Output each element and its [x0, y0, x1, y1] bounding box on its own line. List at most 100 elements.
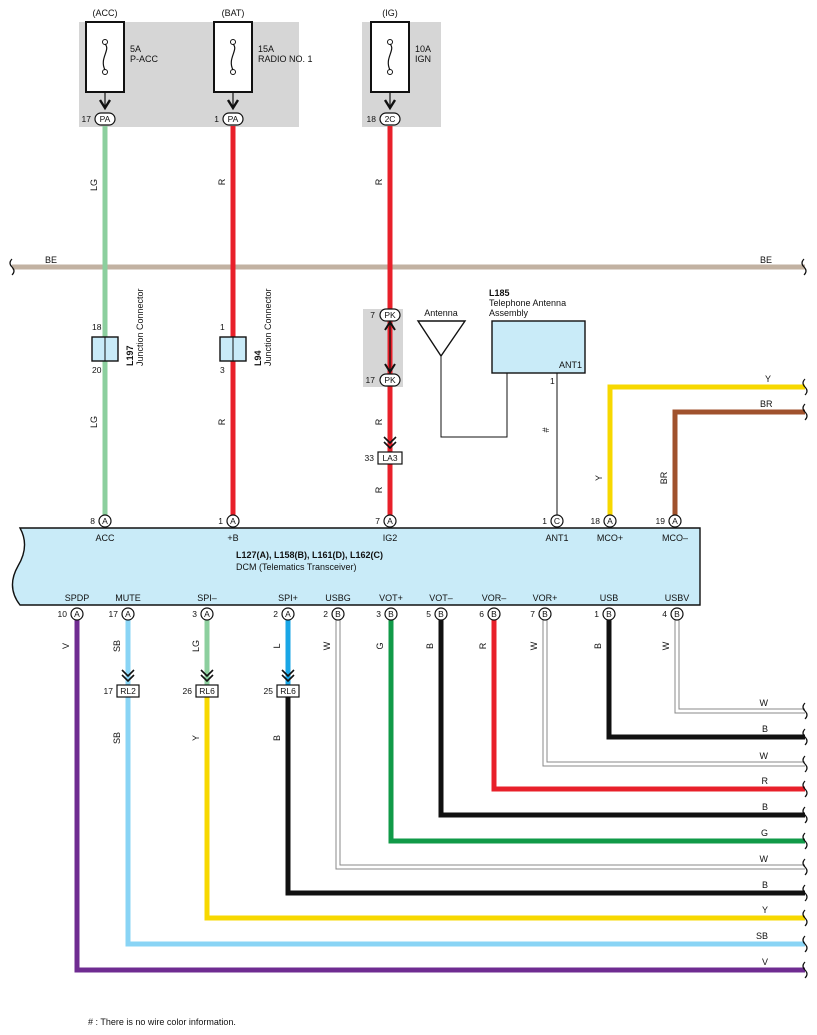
dcm-bottom-pin-circle [200, 607, 214, 621]
dcm-bottom-pin-number: 4 [662, 609, 667, 619]
l185-module [491, 320, 586, 374]
rl-chevron [200, 669, 214, 683]
junction-pin-top: 18 [92, 322, 102, 332]
bottom-wire-code: SB [112, 640, 122, 652]
la3-pin: 33 [365, 453, 375, 463]
fuse-body [85, 21, 125, 93]
dcm-bottom-pin-letter: B [542, 609, 548, 619]
dcm-top-pin-name: +B [227, 533, 238, 543]
dcm-bottom-pin-circle [121, 607, 135, 621]
wire-end-label: W [760, 698, 769, 708]
dcm-top-pin-name: MCO+ [597, 533, 623, 543]
dcm-top-pin-number: 8 [90, 516, 95, 526]
dcm-bottom-pin-name: USBV [665, 593, 690, 603]
fuse-connector-label: PA [228, 114, 239, 124]
bat-wire-code: R [217, 178, 227, 185]
dcm-top-pin-name: ANT1 [545, 533, 568, 543]
dcm-bottom-pin-name: SPI+ [278, 593, 298, 603]
dcm-bottom-pin-number: 7 [530, 609, 535, 619]
fuse-name: RADIO NO. 1 [258, 54, 313, 64]
bottom-wire-code: L [272, 643, 282, 648]
bottom-wire-code: W [529, 641, 539, 650]
l185-name-line2: Assembly [489, 308, 529, 318]
fuse-arrow [98, 99, 112, 111]
dcm-bottom-pin-name: VOR– [482, 593, 507, 603]
dcm-top-pin-number: 19 [656, 516, 666, 526]
dcm-bottom-pin-name: SPI– [197, 593, 217, 603]
wire-end-label: SB [756, 931, 768, 941]
dcm-top-pin-name: MCO– [662, 533, 688, 543]
dcm-bottom-pin-number: 2 [323, 609, 328, 619]
dcm-top-pin-letter: A [607, 516, 613, 526]
rl-chevron [121, 669, 135, 683]
dcm-top-pin-name: ACC [95, 533, 115, 543]
fuse-terminal [102, 69, 108, 75]
vot-plus-wire [388, 612, 805, 844]
mco-y-code: Y [594, 475, 604, 481]
dcm-bottom-pin-number: 1 [594, 609, 599, 619]
dcm-bottom-pin-circle [331, 607, 345, 621]
junction-id: L197 [125, 345, 135, 366]
dcm-bottom-pin-circle [70, 607, 84, 621]
la3-box [377, 451, 403, 465]
antenna-lead [440, 356, 508, 438]
rl-wire-code: B [272, 735, 282, 741]
fuse-terminal [230, 69, 236, 75]
bottom-wire-code: B [425, 643, 435, 649]
pk-arrow-up [384, 320, 396, 331]
junction-name: Junction Connector [135, 288, 145, 366]
dcm-top-pin-circle [603, 514, 617, 528]
fuse-connector-oval [222, 112, 244, 126]
fuse-source-label: (IG) [382, 8, 398, 18]
bus-break-right [801, 258, 807, 276]
footnote: # : There is no wire color information. [88, 1017, 236, 1027]
rl-box [195, 684, 219, 698]
rl-label: RL2 [120, 686, 136, 696]
rl-label: RL6 [199, 686, 215, 696]
dcm-top-pin-circle [550, 514, 564, 528]
fuse-body [213, 21, 253, 93]
wire-end-label: Y [762, 905, 768, 915]
rl-wire-code: SB [112, 732, 122, 744]
wire-end-break [802, 728, 808, 746]
l185-id: L185 [489, 288, 510, 298]
dcm-bottom-pin-name: MUTE [115, 593, 141, 603]
junction-pin-top: 1 [220, 322, 225, 332]
vot-minus-wire [438, 612, 805, 818]
fuse-connector-label: PA [100, 114, 111, 124]
mco-br-end-label: BR [760, 399, 773, 409]
antenna-symbol [416, 320, 467, 358]
wire-end-break [802, 806, 808, 824]
dcm-bottom-pin-letter: B [438, 609, 444, 619]
dcm-bottom-pin-circle [384, 607, 398, 621]
dcm-bottom-pin-circle [487, 607, 501, 621]
bottom-wire-code: LG [191, 640, 201, 652]
dcm-bottom-pin-name: SPDP [65, 593, 90, 603]
dcm-module [11, 527, 701, 606]
fuse-connector-oval [379, 112, 401, 126]
pk-top-pin: 7 [370, 310, 375, 320]
mute-wire [125, 612, 805, 947]
rl-label: RL6 [280, 686, 296, 696]
junction-id: L94 [253, 350, 263, 366]
spi-minus-wire [204, 697, 805, 921]
dcm-bottom-pin-number: 3 [376, 609, 381, 619]
fuse-connector-oval [94, 112, 116, 126]
pk-bottom-label: PK [384, 375, 396, 385]
fuse-rating: 15A [258, 44, 274, 54]
dcm-top-pin-number: 1 [218, 516, 223, 526]
spi-plus-wire [285, 697, 805, 896]
junction-name: Junction Connector [263, 288, 273, 366]
dcm-top-pin-circle [98, 514, 112, 528]
wire-end-label: R [762, 776, 769, 786]
rl-chevron [281, 669, 295, 683]
rl-pin: 25 [264, 686, 274, 696]
wire-end-label: V [762, 957, 768, 967]
wire-end-break [802, 702, 808, 720]
fuse-terminal [387, 39, 393, 45]
dcm-bottom-pin-letter: A [74, 609, 80, 619]
dcm-bottom-pin-letter: B [606, 609, 612, 619]
fuse-element [102, 43, 108, 71]
ig-wire-code-mid: R [374, 418, 384, 425]
